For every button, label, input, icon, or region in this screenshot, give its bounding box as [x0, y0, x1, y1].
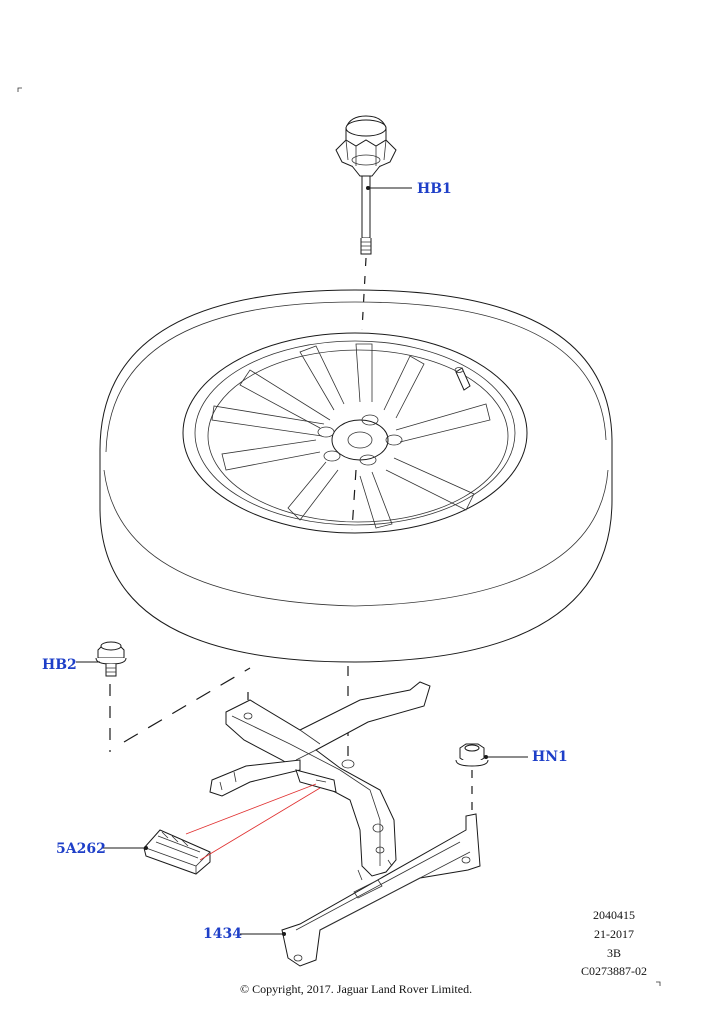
callout-5a262: 5A262 [56, 841, 106, 857]
callout-hb1: HB1 [417, 181, 452, 197]
hb1-axis-line [361, 257, 367, 331]
corner-mark-bottom [656, 981, 661, 986]
clamp-bolt-hb1 [335, 115, 397, 255]
spare-wheel [99, 289, 613, 663]
meta-line-4: C0273887-02 [581, 964, 647, 978]
copyright-text: © Copyright, 2017. Jaguar Land Rover Lim… [240, 982, 473, 996]
nut-hn1 [455, 743, 489, 767]
pad-guide-lower [199, 787, 321, 861]
meta-line-3: 3B [606, 946, 621, 960]
bolt-hb2 [95, 641, 127, 677]
meta-line-2: 21-2017 [594, 927, 634, 941]
wheel-to-bracket-line [123, 667, 251, 743]
callout-hb2: HB2 [42, 657, 77, 673]
meta-line-1: 2040415 [593, 908, 635, 922]
pad-guide-upper [185, 783, 317, 835]
corner-mark-top [17, 87, 22, 92]
bracket-1434 [209, 681, 481, 967]
callout-hn1: HN1 [532, 749, 568, 765]
wheel-axis-line [351, 469, 357, 531]
pad-5a262 [143, 829, 211, 875]
callout-1434: 1434 [203, 926, 242, 942]
